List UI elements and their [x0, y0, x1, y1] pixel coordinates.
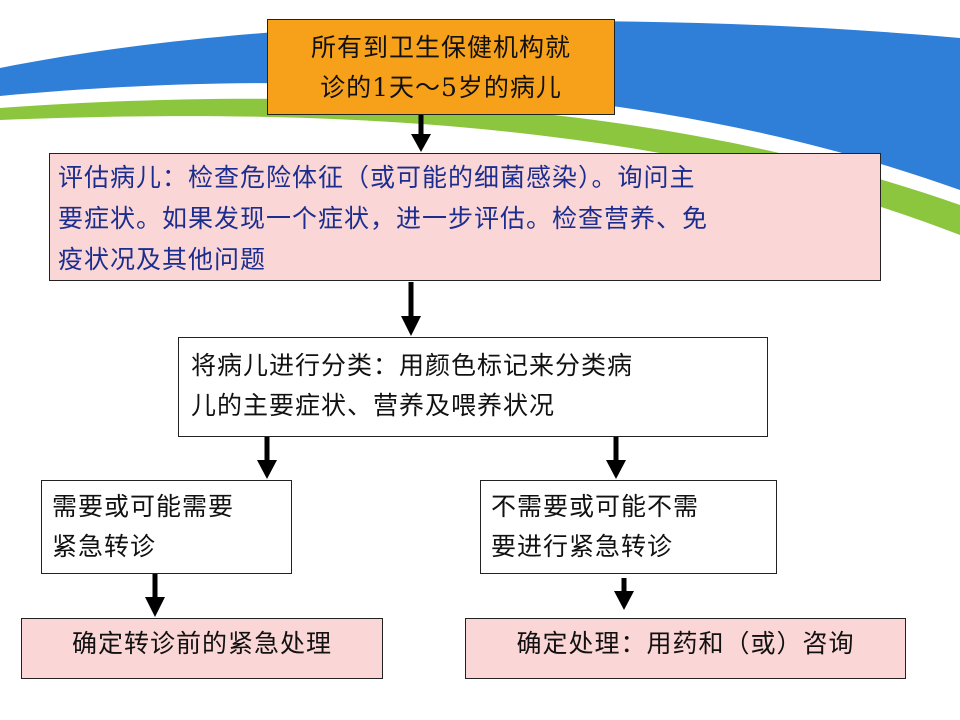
- classify-line-1: 将病儿进行分类：用颜色标记来分类病: [191, 351, 634, 380]
- non-urgent-line-2: 要进行紧急转诊: [491, 532, 674, 561]
- assess-line-2: 要症状。如果发现一个症状，进一步评估。检查营养、免: [58, 204, 709, 233]
- assess-line-3: 疫状况及其他问题: [58, 245, 267, 274]
- non-urgent-box: 不需要或可能不需 要进行紧急转诊: [480, 480, 777, 574]
- urgent-referral-box: 需要或可能需要 紧急转诊: [41, 480, 292, 574]
- blue-swoosh: [0, 21, 960, 200]
- start-line-1: 所有到卫生保健机构就: [310, 33, 571, 62]
- start-box: 所有到卫生保健机构就 诊的1天～5岁的病儿: [267, 19, 615, 115]
- treatment-text: 确定处理：用药和（或）咨询: [516, 629, 855, 658]
- classify-box: 将病儿进行分类：用颜色标记来分类病 儿的主要症状、营养及喂养状况: [178, 337, 768, 437]
- urgent-line-1: 需要或可能需要: [52, 492, 235, 521]
- assess-box: 评估病儿：检查危险体征（或可能的细菌感染）。询问主 要症状。如果发现一个症状，进…: [49, 153, 881, 281]
- pre-referral-text: 确定转诊前的紧急处理: [71, 629, 332, 658]
- urgent-line-2: 紧急转诊: [52, 532, 157, 561]
- green-swoosh: [0, 64, 960, 235]
- classify-line-2: 儿的主要症状、营养及喂养状况: [191, 391, 556, 420]
- pre-referral-treatment-box: 确定转诊前的紧急处理: [21, 618, 383, 679]
- assess-line-1: 评估病儿：检查危险体征（或可能的细菌感染）。询问主: [58, 163, 696, 192]
- start-line-2: 诊的1天～5岁的病儿: [320, 73, 562, 102]
- treatment-box: 确定处理：用药和（或）咨询: [465, 618, 906, 679]
- non-urgent-line-1: 不需要或可能不需: [491, 492, 700, 521]
